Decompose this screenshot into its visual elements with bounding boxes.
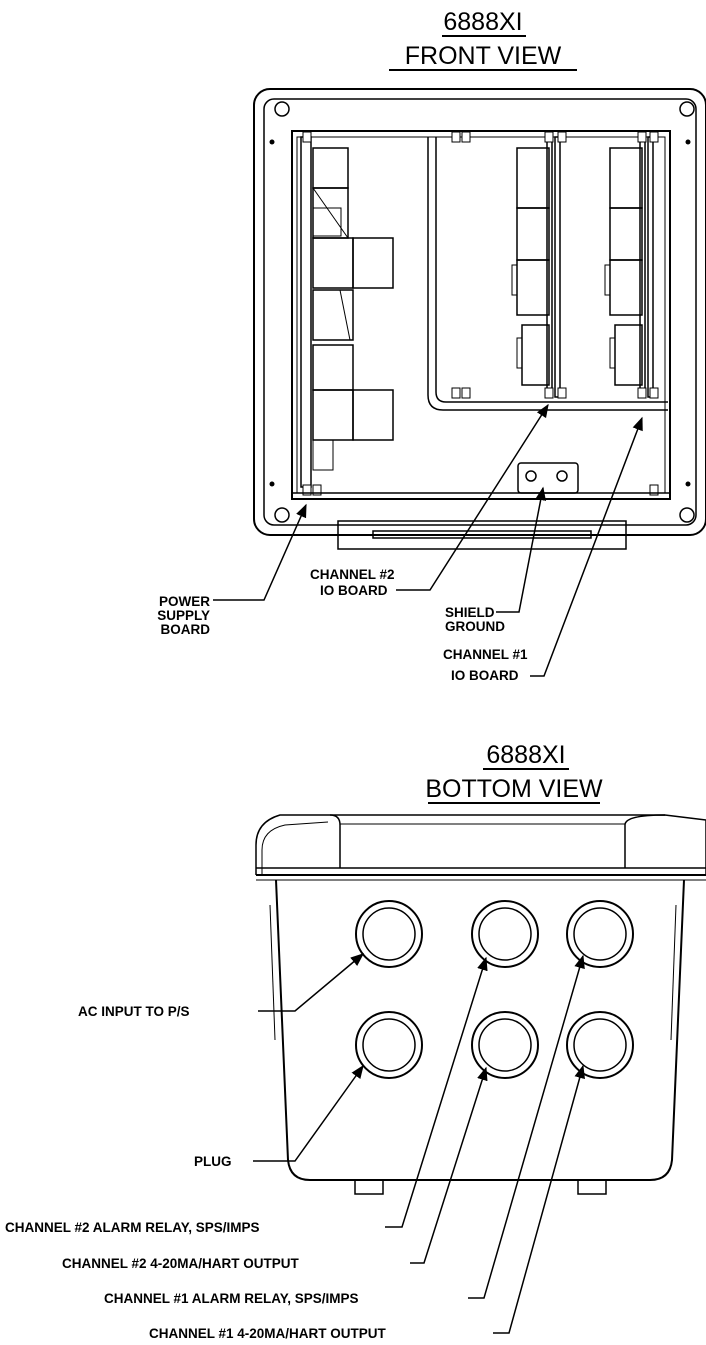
ac-input-label: AC INPUT TO P/S <box>78 1004 190 1019</box>
inner-cavity <box>291 130 671 500</box>
ground-bracket-inner <box>435 137 668 403</box>
ch2-alarm-port-inner <box>478 907 532 961</box>
ch2-output-port <box>471 1011 539 1079</box>
ch2-output-label: CHANNEL #2 4-20MA/HART OUTPUT <box>62 1256 300 1271</box>
screw-dot <box>269 481 275 487</box>
ch1-alarm-label: CHANNEL #1 ALARM RELAY, SPS/IMPS <box>104 1291 359 1306</box>
front-labels: POWER SUPPLY BOARD CHANNEL #2 IO BOARD S… <box>157 567 528 683</box>
enclosure-inner-frame <box>263 98 697 526</box>
screw-dot <box>685 139 691 145</box>
mounting-hole-tr <box>679 101 695 117</box>
front-view: 6888XI FRONT VIEW <box>157 8 706 683</box>
bottom-slot-outer <box>337 520 627 550</box>
power-supply-label-2: SUPPLY <box>157 608 210 623</box>
ground-bracket-outer <box>427 137 668 411</box>
bottom-view-model-title: 6888XI <box>486 741 565 769</box>
enclosure-body <box>269 879 685 1195</box>
screw-dot <box>685 481 691 487</box>
mounting-hole-tl <box>274 101 290 117</box>
conduit-ports <box>355 900 634 1079</box>
ch1-alarm-port-inner <box>573 907 627 961</box>
ac-input-port-inner <box>362 907 416 961</box>
power-supply-label-3: BOARD <box>161 622 211 637</box>
enclosure-outer-frame <box>253 88 706 536</box>
board-clips <box>302 131 659 496</box>
channel1-io-label-2: IO BOARD <box>451 668 519 683</box>
enclosure-lid <box>255 814 706 881</box>
channel-2-io-board <box>511 136 561 398</box>
plug-port-inner <box>362 1018 416 1072</box>
bottom-view: 6888XI BOTTOM VIEW <box>5 741 706 1341</box>
mounting-hole-bl <box>274 507 290 523</box>
shield-ground-label-1: SHIELD <box>445 605 495 620</box>
mounting-hole-br <box>679 507 695 523</box>
channel2-io-label-1: CHANNEL #2 <box>310 567 395 582</box>
bottom-view-title: BOTTOM VIEW <box>425 775 603 803</box>
shield-screw-right <box>556 470 568 482</box>
ch2-alarm-label: CHANNEL #2 ALARM RELAY, SPS/IMPS <box>5 1220 260 1235</box>
shield-screw-left <box>525 470 537 482</box>
front-view-model-title: 6888XI <box>443 8 522 36</box>
ch2-output-port-inner <box>478 1018 532 1072</box>
screw-dot <box>269 139 275 145</box>
ch1-alarm-port <box>566 900 634 968</box>
ch2-alarm-port <box>471 900 539 968</box>
ac-input-port <box>355 900 423 968</box>
channel2-io-label-2: IO BOARD <box>320 583 388 598</box>
bottom-slot-inner <box>372 530 592 539</box>
plug-label: PLUG <box>194 1154 232 1169</box>
front-view-title: FRONT VIEW <box>405 42 562 70</box>
front-leader-lines <box>213 403 643 677</box>
ch1-output-port <box>566 1011 634 1079</box>
channel1-io-label-1: CHANNEL #1 <box>443 647 528 662</box>
channel-1-io-board <box>604 136 654 398</box>
power-supply-label-1: POWER <box>159 594 210 609</box>
ch1-output-label: CHANNEL #1 4-20MA/HART OUTPUT <box>149 1326 387 1341</box>
ch1-output-port-inner <box>573 1018 627 1072</box>
shield-ground-label-2: GROUND <box>445 619 505 634</box>
plug-port <box>355 1011 423 1079</box>
power-supply-board <box>300 136 394 488</box>
bottom-labels: AC INPUT TO P/S PLUG CHANNEL #2 ALARM RE… <box>5 1004 387 1341</box>
bottom-leader-lines <box>253 953 585 1334</box>
